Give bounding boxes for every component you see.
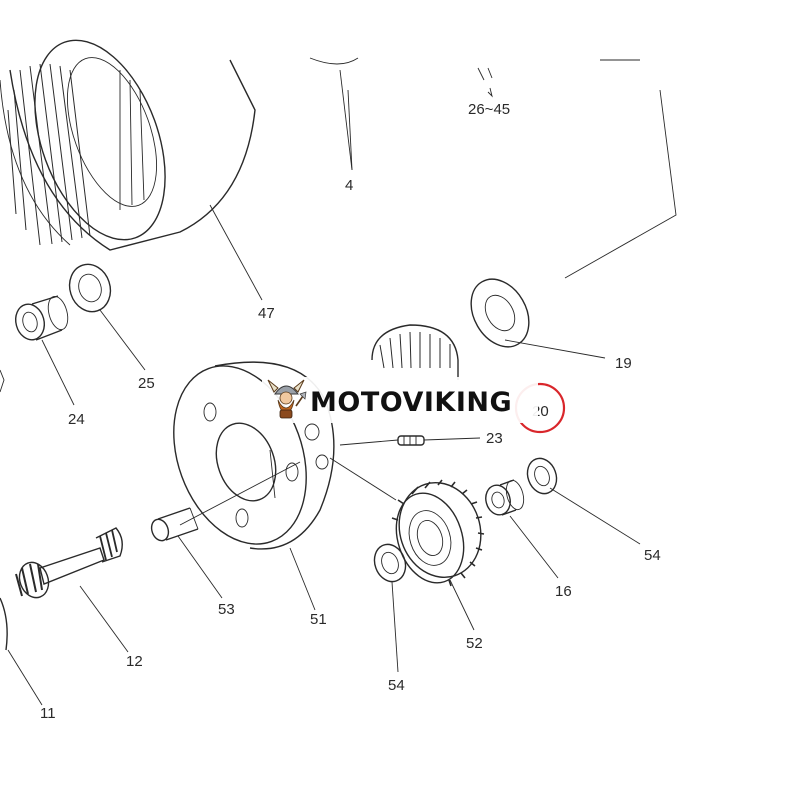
callout-54-right: 54 bbox=[644, 547, 661, 564]
planet-carrier-51 bbox=[173, 361, 335, 550]
callout-52: 52 bbox=[466, 635, 483, 652]
callout-24: 24 bbox=[68, 411, 85, 428]
callout-53: 53 bbox=[218, 601, 235, 618]
callout-4: 4 bbox=[345, 177, 353, 194]
washer-54-lower bbox=[373, 543, 407, 583]
part-4 bbox=[339, 69, 353, 171]
watermark-brand-text: MOTOVIKING bbox=[310, 387, 512, 418]
shaft-12 bbox=[15, 527, 123, 599]
washer-25 bbox=[68, 263, 112, 313]
callout-16: 16 bbox=[555, 583, 572, 600]
spur-gear-20 bbox=[371, 324, 459, 380]
callout-19: 19 bbox=[615, 355, 632, 372]
watermark: MOTOVIKING bbox=[262, 377, 538, 423]
pin-53 bbox=[150, 461, 301, 542]
washer-19 bbox=[470, 278, 530, 348]
bushing-16 bbox=[485, 479, 525, 516]
ring-gear-47 bbox=[0, 39, 256, 251]
watermark-background bbox=[262, 377, 538, 423]
callout-12: 12 bbox=[126, 653, 143, 670]
leader-lines bbox=[7, 89, 641, 706]
pin-23 bbox=[339, 435, 481, 446]
washer-54-right bbox=[526, 457, 558, 495]
callout-25: 25 bbox=[138, 375, 155, 392]
callout-26-45: 26~45 bbox=[468, 101, 510, 118]
planet-gear-52 bbox=[391, 479, 485, 587]
callout-54-lower: 54 bbox=[388, 677, 405, 694]
callout-51: 51 bbox=[310, 611, 327, 628]
part-edge-left bbox=[0, 369, 5, 393]
callout-11: 11 bbox=[40, 705, 56, 722]
callout-47: 47 bbox=[258, 305, 275, 322]
viking-mascot-icon bbox=[267, 379, 307, 419]
callout-23: 23 bbox=[486, 430, 503, 447]
frame-lines bbox=[309, 57, 677, 279]
part-11 bbox=[0, 597, 8, 651]
bushing-24 bbox=[14, 295, 69, 341]
